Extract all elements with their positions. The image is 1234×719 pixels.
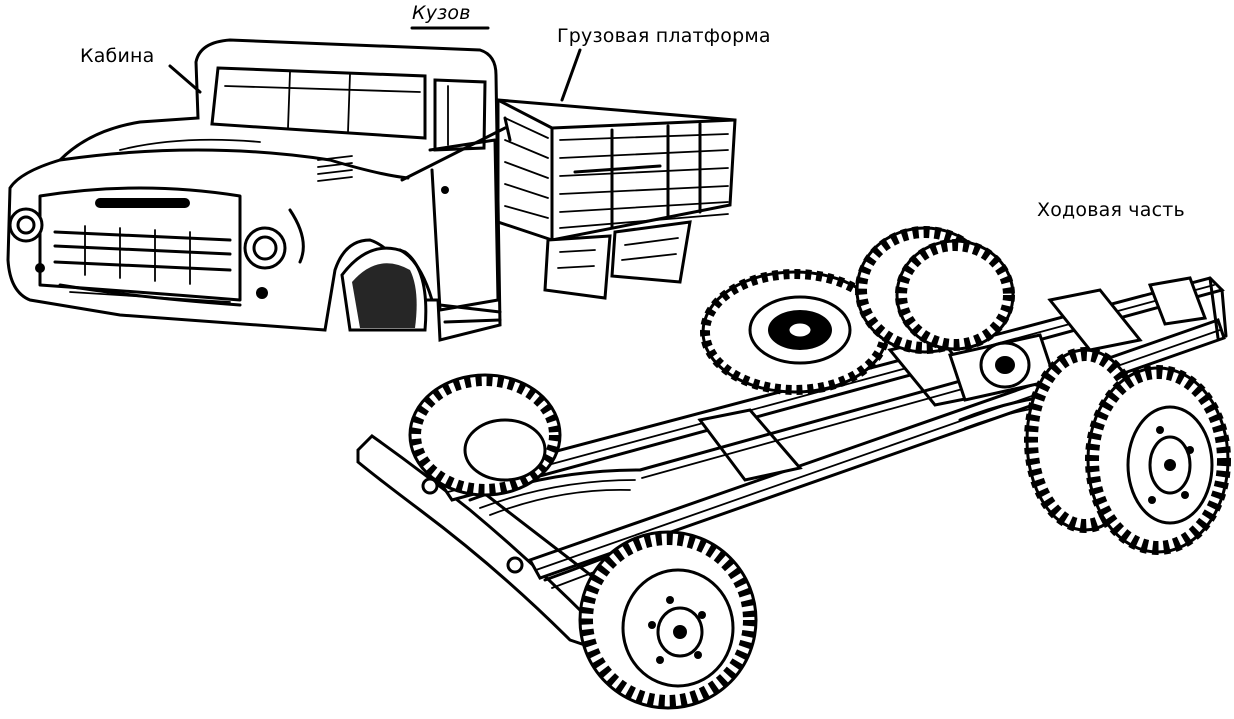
label-chassis: Ходовая часть (1037, 199, 1185, 221)
leader-lines (168, 26, 582, 102)
label-body: Кузов (412, 2, 471, 24)
label-cab: Кабина (80, 45, 155, 67)
cab-and-hood (6, 38, 512, 342)
front-right-wheel (578, 530, 758, 710)
rear-left-wheel (855, 226, 1015, 354)
cargo-platform (496, 98, 737, 300)
front-left-wheel (408, 373, 562, 497)
spare-wheel (700, 269, 890, 395)
rear-right-wheels (1024, 347, 1231, 555)
label-cargo-platform: Грузовая платформа (557, 25, 771, 47)
